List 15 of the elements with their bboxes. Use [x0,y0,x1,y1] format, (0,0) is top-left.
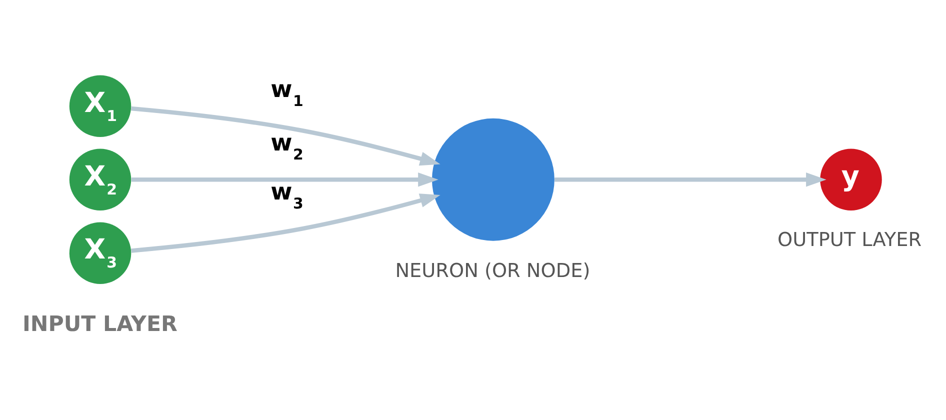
node-label: NEURON (OR NODE) [394,258,590,282]
label: INPUT LAYER [22,311,177,336]
arrow [130,193,440,252]
node-circle: X$_{1}$ [68,74,131,137]
arrow [130,172,438,186]
node-circle: X$_{2}$ [68,148,131,210]
edge-label: w$_{1}$ [270,74,303,110]
node-circle: X$_{3}$ [68,222,131,284]
arrow [130,106,440,166]
node-circle [431,118,554,240]
node-label: OUTPUT LAYER [777,228,922,251]
edge-label: w$_{3}$ [270,176,303,212]
arrow [554,172,826,186]
node-circle: y [820,148,882,210]
edge-label: w$_{2}$ [270,128,303,163]
